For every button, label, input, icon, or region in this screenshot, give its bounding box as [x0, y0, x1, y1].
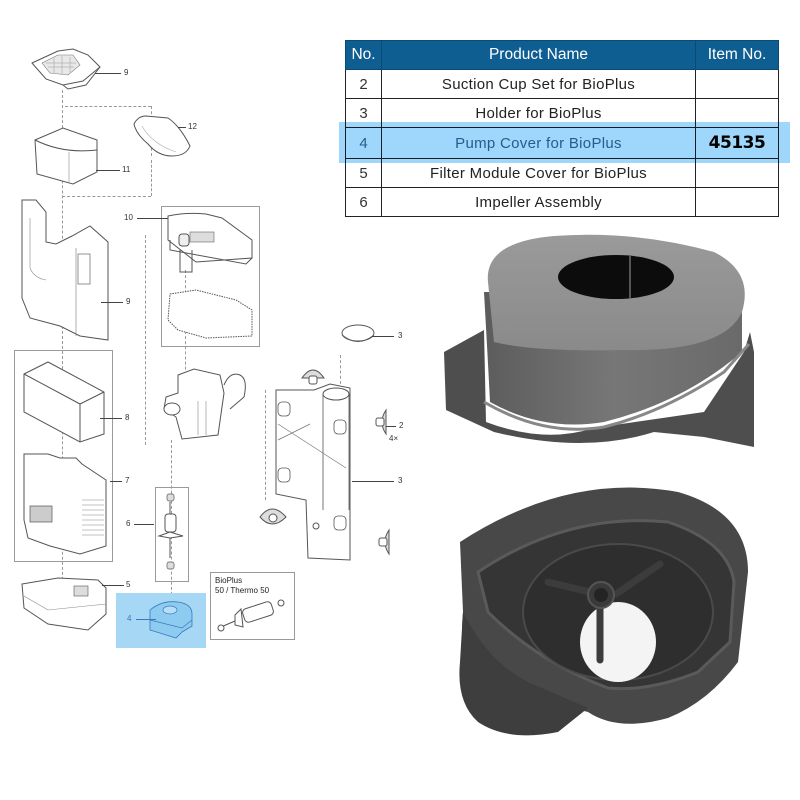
frame-parts-7-8: [14, 350, 113, 562]
frame-part-6: [155, 487, 189, 582]
table-row[interactable]: 2 Suction Cup Set for BioPlus: [345, 69, 779, 99]
part-9-housing-icon: [21, 199, 109, 341]
callout-4: 4: [127, 614, 132, 623]
header-product-name: Product Name: [381, 40, 696, 70]
callout-6: 6: [126, 519, 131, 528]
part-4-pump-cover-icon: [149, 601, 193, 639]
part-8-sponge-icon: [23, 361, 105, 443]
part-6-impeller-icon: [157, 493, 184, 570]
callout-12: 12: [188, 122, 197, 131]
suction-cup-bottom-icon: [378, 528, 390, 556]
parts-table: No. Product Name Item No. 2 Suction Cup …: [345, 40, 779, 217]
impeller-variant-icon: [217, 599, 285, 632]
part-9-cover-icon: [31, 48, 101, 90]
pump-cover-top-photo: [444, 234, 754, 447]
callout-11: 11: [122, 165, 131, 174]
part-10-module-icon: [167, 212, 253, 339]
table-row[interactable]: 6 Impeller Assembly: [345, 187, 779, 217]
part-7-basket-icon: [23, 453, 107, 555]
header-no: No.: [345, 40, 382, 70]
part-3-holder-icon: [275, 383, 351, 561]
cell-product-name: Filter Module Cover for BioPlus: [381, 158, 696, 188]
suction-cup-right-icon: [375, 408, 387, 436]
cell-item-no: [695, 187, 779, 217]
cell-item-no: [695, 158, 779, 188]
bioplus-variant-box: BioPlus 50 / Thermo 50: [210, 572, 295, 640]
callout-5: 5: [126, 580, 131, 589]
cell-item-no: [695, 69, 779, 99]
callout-3-holder: 3: [398, 476, 403, 485]
callout-3-top: 3: [398, 331, 403, 340]
table-header-row: No. Product Name Item No.: [345, 40, 779, 70]
cell-product-name: Impeller Assembly: [381, 187, 696, 217]
pump-cover-underside-photo: [459, 487, 748, 736]
callout-9-top: 9: [124, 68, 129, 77]
suction-cup-top-icon: [301, 369, 325, 385]
part-11-filter-icon: [34, 127, 98, 185]
pump-housing-icon: [163, 368, 246, 440]
part-12-pad-icon: [133, 115, 191, 157]
part-3-cap-icon: [341, 324, 375, 342]
part-5-cover-icon: [21, 577, 107, 631]
cell-no: 2: [345, 69, 382, 99]
header-item-no: Item No.: [695, 40, 779, 70]
callout-9-housing: 9: [126, 297, 131, 306]
callout-2-quantity: 4×: [389, 434, 399, 443]
cell-product-name: Suction Cup Set for BioPlus: [381, 69, 696, 99]
callout-10: 10: [124, 213, 133, 222]
callout-8: 8: [125, 413, 130, 422]
cell-no: 6: [345, 187, 382, 217]
callout-7: 7: [125, 476, 130, 485]
frame-part-10: [161, 206, 260, 347]
row-highlight-band: [339, 122, 790, 163]
callout-2: 2: [399, 421, 404, 430]
suction-cup-left-icon: [259, 508, 287, 525]
bioplus-variant-label: BioPlus 50 / Thermo 50: [215, 576, 270, 595]
